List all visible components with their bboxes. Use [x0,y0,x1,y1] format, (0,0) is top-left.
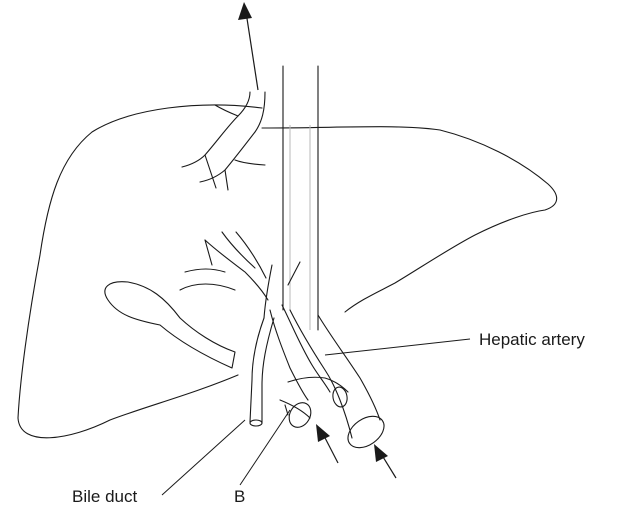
gallbladder [104,281,236,369]
hepatic-artery-vessel [289,309,385,449]
inflow-arrows [316,424,397,479]
portal-vein-b [269,304,349,428]
liver-outline [17,104,558,439]
bile-duct-label: Bile duct [72,487,137,506]
vena-cava [282,65,319,331]
b-label: B [234,487,245,506]
hepatic-artery-leader [324,338,471,356]
portal-branches [179,231,301,319]
b-leader [239,409,291,486]
upward-arrow [238,2,259,91]
hepatic-artery-label: Hepatic artery [479,330,585,349]
hepatic-vein-branches [181,91,266,191]
bile-duct-leader [161,419,246,496]
bile-duct [249,317,275,427]
